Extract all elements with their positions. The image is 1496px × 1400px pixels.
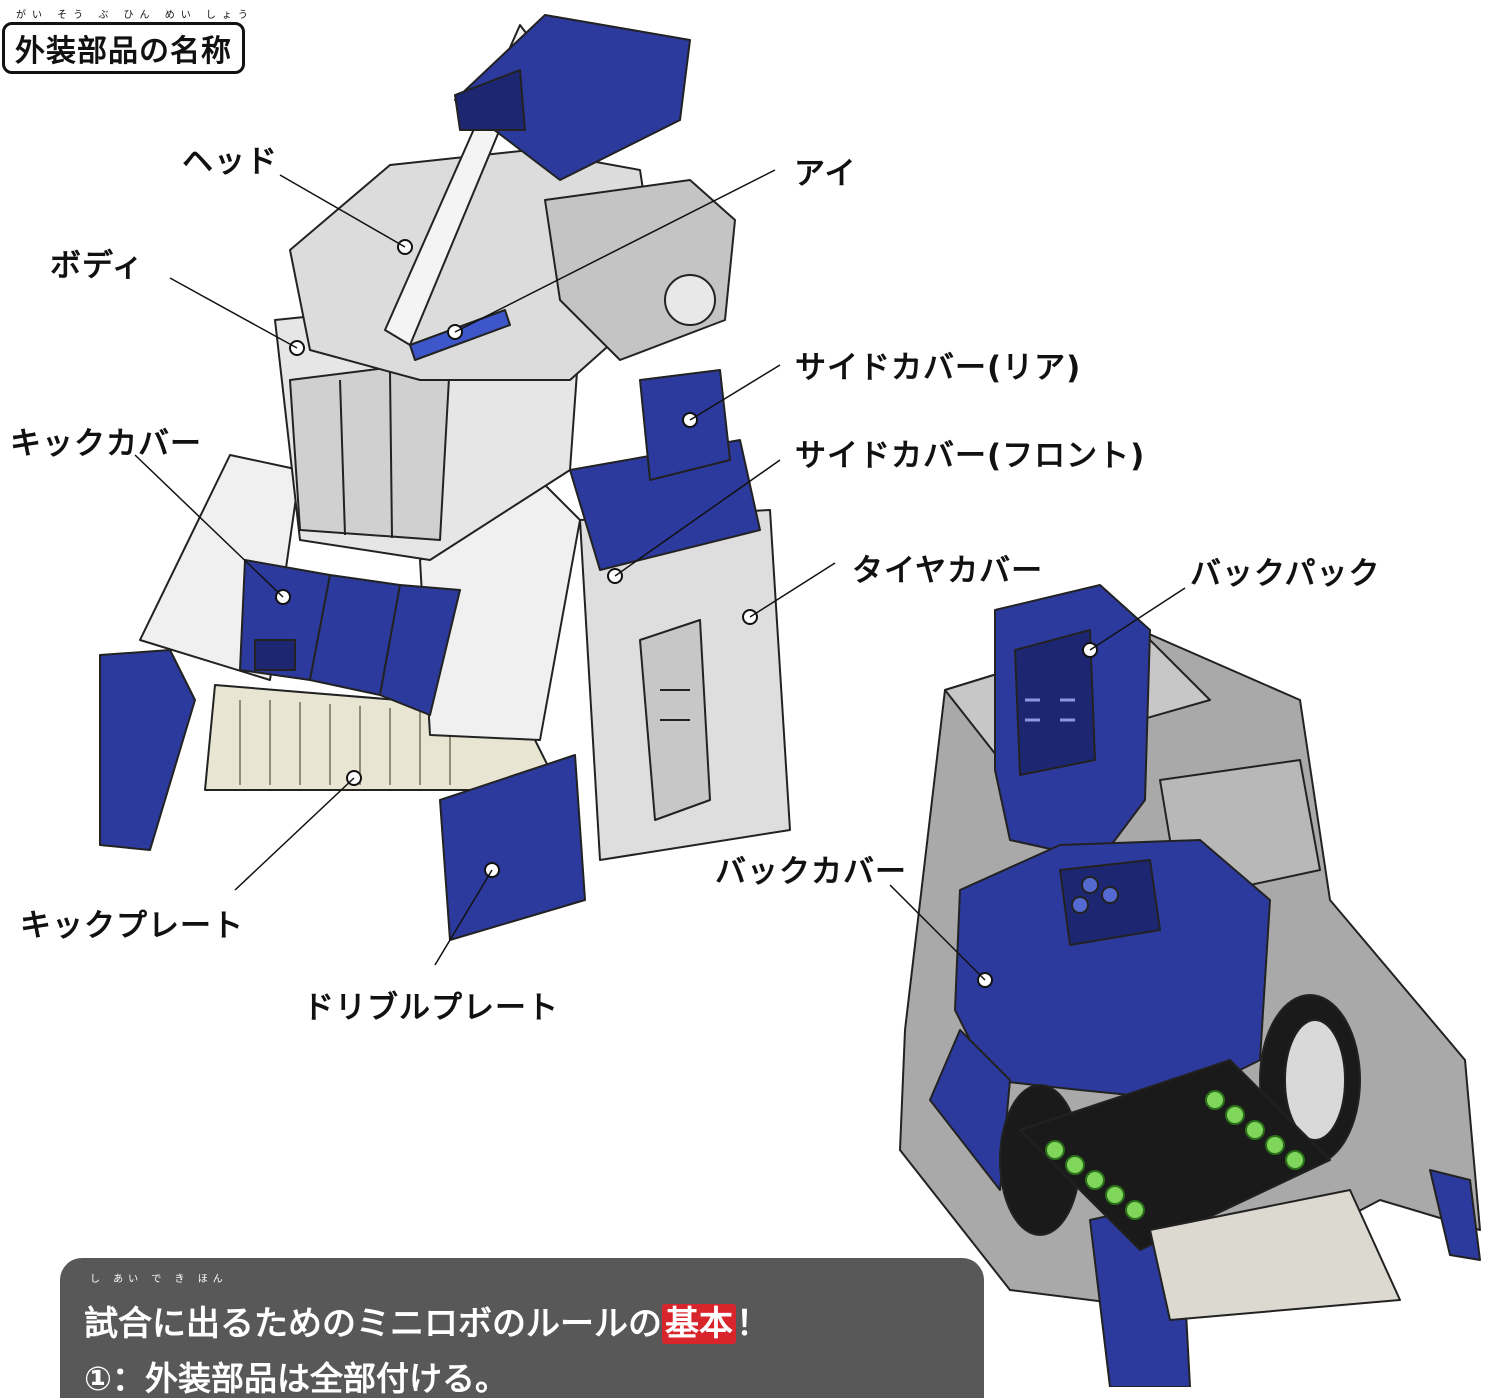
rules-title-prefix: 試合に出るためのミニロボのルールの <box>84 1304 662 1344</box>
label-side-cover-front: サイドカバー(フロント) <box>795 438 1146 474</box>
dribble-plate-part <box>439 754 586 941</box>
label-side-cover-rear: サイドカバー(リア) <box>795 350 1082 386</box>
rules-title-suffix: ！ <box>736 1304 770 1344</box>
rules-title: 試合に出るためのミニロボのルールの基本！ <box>84 1296 770 1345</box>
label-body: ボディ <box>50 248 144 284</box>
label-kick-cover: キックカバー <box>10 426 202 462</box>
label-dribble-plate: ドリブルプレート <box>303 990 559 1026</box>
front-leader-lines <box>134 169 836 966</box>
label-tire-cover: タイヤカバー <box>852 553 1044 589</box>
label-kick-plate: キックプレート <box>20 908 244 944</box>
label-head: ヘッド <box>182 144 278 180</box>
back-leader-lines <box>889 587 1186 981</box>
rules-box: し あい で き ほん 試合に出るためのミニロボのルールの基本！ ①：外装部品は… <box>60 1258 984 1398</box>
rule-item-1: ①：外装部品は全部付ける。 <box>84 1359 508 1398</box>
section-title: 外装部品の名称 <box>15 34 232 69</box>
front-robot <box>99 14 791 941</box>
section-title-box: 外装部品の名称 <box>2 22 245 74</box>
label-back-cover: バックカバー <box>715 854 907 890</box>
back-robot <box>899 584 1481 1387</box>
title-ruby: がい そう ぶ ひん めい しょう <box>16 10 254 21</box>
rules-ruby: し あい で き ほん <box>90 1274 228 1285</box>
rules-title-highlight: 基本 <box>662 1304 736 1344</box>
label-backpack: バックパック <box>1190 556 1381 592</box>
label-eye: アイ <box>794 156 857 192</box>
